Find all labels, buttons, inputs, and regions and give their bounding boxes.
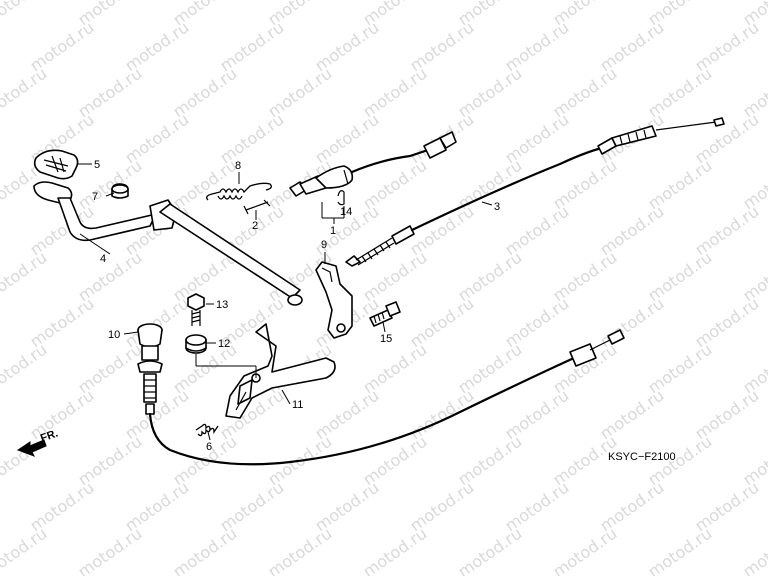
callout-labels: 5 7 4 8 2 1 14 3 9 15 13 12 10 11 6: [92, 159, 500, 453]
brake-pedal-part: [33, 181, 303, 306]
watermark-text: motod.ru: [74, 524, 145, 576]
callout-9: 9: [321, 239, 327, 251]
front-direction-indicator: FR.: [16, 427, 60, 457]
watermark-text: motod.ru: [739, 340, 768, 398]
watermark-text: motod.ru: [264, 524, 335, 576]
watermark-text: motod.ru: [644, 524, 715, 576]
watermark-text: motod.ru: [549, 524, 620, 576]
watermark-text: motod.ru: [0, 248, 50, 306]
watermark-text: motod.ru: [169, 524, 240, 576]
watermark-text: motod.ru: [0, 340, 50, 398]
watermark-text: motod.ru: [0, 18, 2, 76]
rod-cable: [350, 148, 430, 174]
watermark-text: motod.ru: [739, 432, 768, 490]
watermark-text: motod.ru: [0, 294, 2, 352]
watermark-text: motod.ru: [739, 64, 768, 122]
watermark-text: motod.ru: [739, 248, 768, 306]
callout-1: 1: [330, 225, 336, 237]
callout-2: 2: [252, 220, 258, 232]
callout-5: 5: [94, 159, 100, 171]
callout-10: 10: [108, 329, 120, 341]
callout-8: 8: [235, 160, 241, 172]
watermark-text: motod.ru: [0, 386, 2, 444]
callout-6: 6: [206, 441, 212, 453]
spring-part-6: [195, 423, 219, 437]
front-arrow-icon: [16, 439, 47, 457]
leader-lines: [78, 163, 493, 441]
callout-11: 11: [292, 399, 303, 411]
parking-lever-part-11: [225, 323, 336, 419]
bolt-part-13: [187, 293, 205, 326]
clip-part-14: [337, 190, 345, 206]
watermark-text: motod.ru: [359, 524, 430, 576]
callout-12: 12: [218, 338, 230, 350]
cap-part: [111, 183, 129, 199]
pin-part-2: [243, 199, 271, 215]
callout-4: 4: [100, 253, 106, 265]
front-arrow-label: FR.: [39, 427, 60, 444]
diagram-code: KSYC−F2100: [608, 451, 676, 463]
connector-part: [423, 131, 457, 159]
watermark-text: motod.ru: [739, 156, 768, 214]
callout-7: 7: [92, 191, 98, 203]
watermark-text: motod.ru: [0, 524, 50, 576]
brake-rod-part: [289, 165, 354, 197]
watermark-text: motod.ru: [0, 0, 50, 29]
collar-part-12: [185, 334, 207, 354]
bolt-part-15: [369, 301, 401, 327]
bracket-part-9: [315, 261, 353, 339]
callout-13: 13: [216, 299, 228, 311]
watermark-text: motod.ru: [0, 110, 2, 168]
watermark-text: motod.ru: [0, 64, 50, 122]
watermark-text: motod.ru: [0, 202, 2, 260]
callout-15: 15: [380, 333, 392, 345]
watermark-text: motod.ru: [454, 524, 525, 576]
pedal-rubber-part: [33, 149, 79, 180]
callout-3: 3: [494, 201, 500, 213]
watermark-text: motod.ru: [0, 478, 2, 536]
callout-14: 14: [340, 206, 352, 218]
spring-part-8: [206, 182, 272, 201]
parking-cable-part-10: [137, 323, 625, 466]
brake-cable-part-3: [345, 117, 725, 267]
watermark-text: motod.ru: [739, 524, 768, 576]
